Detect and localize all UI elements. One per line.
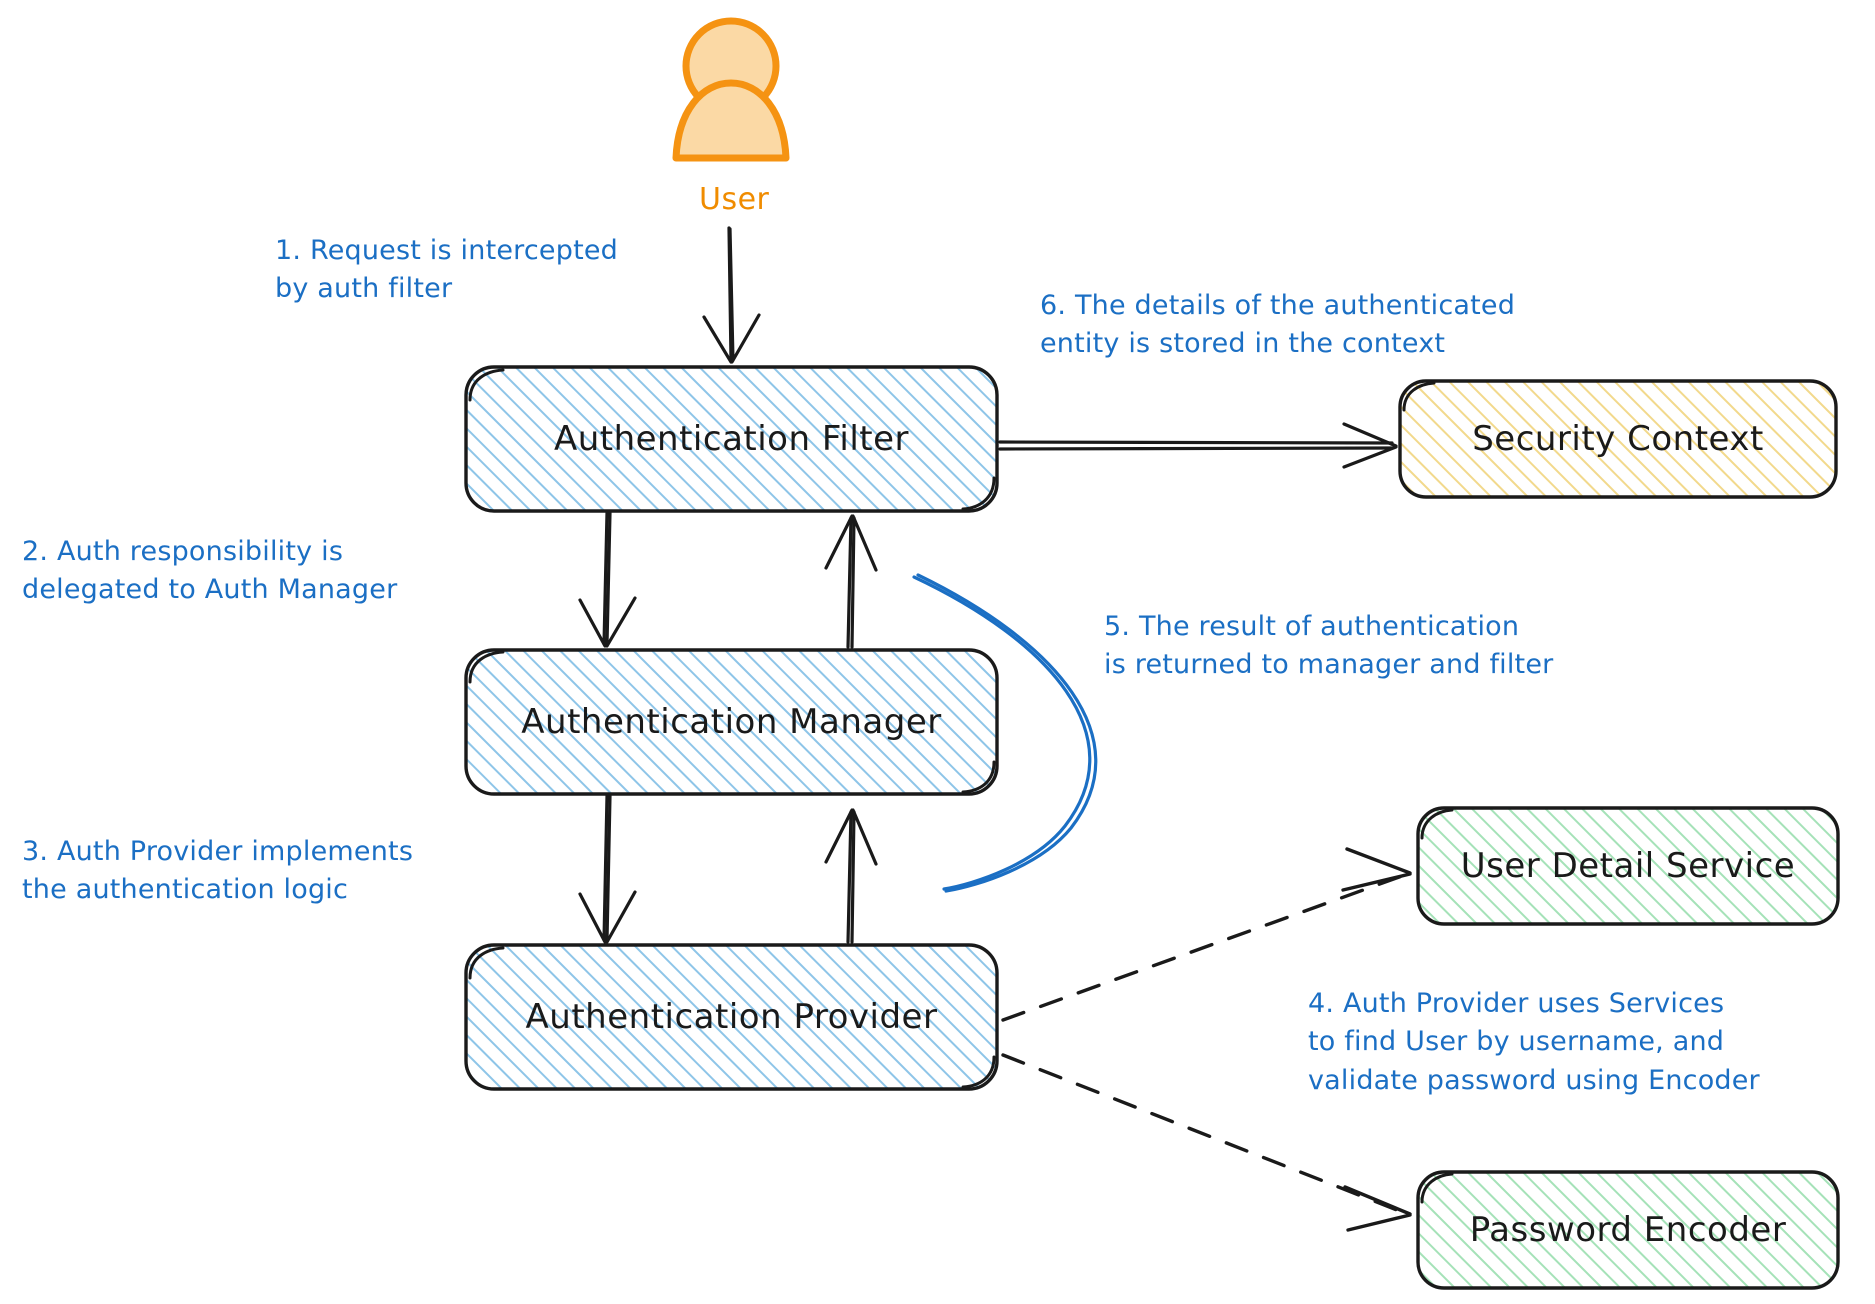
annotation-step-5: 5. The result of authentication is retur… — [1104, 611, 1554, 681]
node-auth-manager-label: Authentication Manager — [521, 702, 942, 742]
node-security-context-label: Security Context — [1472, 419, 1764, 459]
node-auth-filter-shape — [464, 365, 999, 513]
node-auth-manager[interactable]: Authentication Manager — [466, 650, 997, 794]
node-user-detail-service[interactable]: User Detail Service — [1418, 808, 1838, 924]
edge-auth-filter-to-auth-manager — [578, 511, 637, 648]
node-security-context-shape — [1398, 379, 1838, 499]
node-security-context[interactable]: Security Context — [1400, 381, 1836, 497]
edge-user-to-auth-filter — [702, 226, 761, 364]
edge-auth-manager-to-auth-filter — [824, 514, 878, 649]
node-auth-provider-shape — [464, 943, 999, 1091]
node-password-encoder-shape — [1416, 1170, 1840, 1290]
edge-auth-provider-to-auth-manager — [824, 808, 878, 944]
node-auth-manager-shape — [464, 648, 999, 796]
node-auth-provider[interactable]: Authentication Provider — [466, 945, 997, 1089]
edge-auth-provider-to-user-detail-service — [1001, 847, 1412, 1022]
annotation-step-6: 6. The details of the authenticated enti… — [1040, 290, 1516, 360]
node-user-detail-service-shape — [1416, 806, 1840, 926]
node-password-encoder[interactable]: Password Encoder — [1418, 1172, 1838, 1288]
node-auth-filter[interactable]: Authentication Filter — [466, 367, 997, 511]
annotation-step-4: 4. Auth Provider uses Services to find U… — [1308, 988, 1760, 1096]
annotation-step-3: 3. Auth Provider implements the authenti… — [22, 836, 414, 906]
annotation-step-1: 1. Request is intercepted by auth filter — [275, 235, 619, 305]
edge-auth-filter-to-security-context — [998, 422, 1398, 469]
node-auth-provider-label: Authentication Provider — [525, 997, 938, 1037]
user-person-icon — [672, 17, 790, 162]
annotation-step-2: 2. Auth responsibility is delegated to A… — [22, 536, 398, 606]
edge-auth-manager-to-auth-provider — [578, 794, 637, 944]
edge-auth-provider-to-password-encoder — [1001, 1053, 1412, 1232]
annotation-5-leader-line — [912, 573, 1098, 893]
node-user-detail-service-label: User Detail Service — [1460, 846, 1796, 886]
node-password-encoder-label: Password Encoder — [1469, 1210, 1787, 1250]
user-label: User — [699, 182, 770, 217]
node-auth-filter-label: Authentication Filter — [553, 419, 910, 459]
